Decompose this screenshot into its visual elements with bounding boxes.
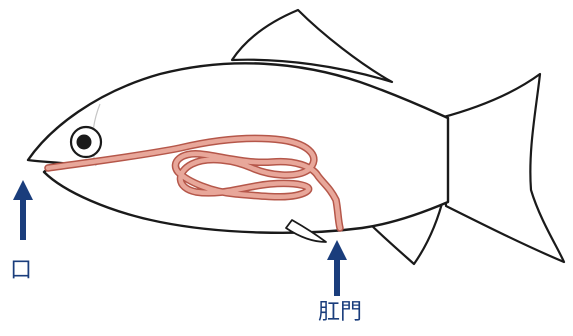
mouth-arrow-icon bbox=[13, 180, 33, 240]
anus-label: 肛門 bbox=[318, 302, 362, 324]
eye-icon bbox=[71, 127, 101, 157]
tail-fin bbox=[440, 74, 564, 262]
anus-arrow-icon bbox=[327, 240, 347, 296]
mouth-label: 口 bbox=[10, 260, 32, 282]
